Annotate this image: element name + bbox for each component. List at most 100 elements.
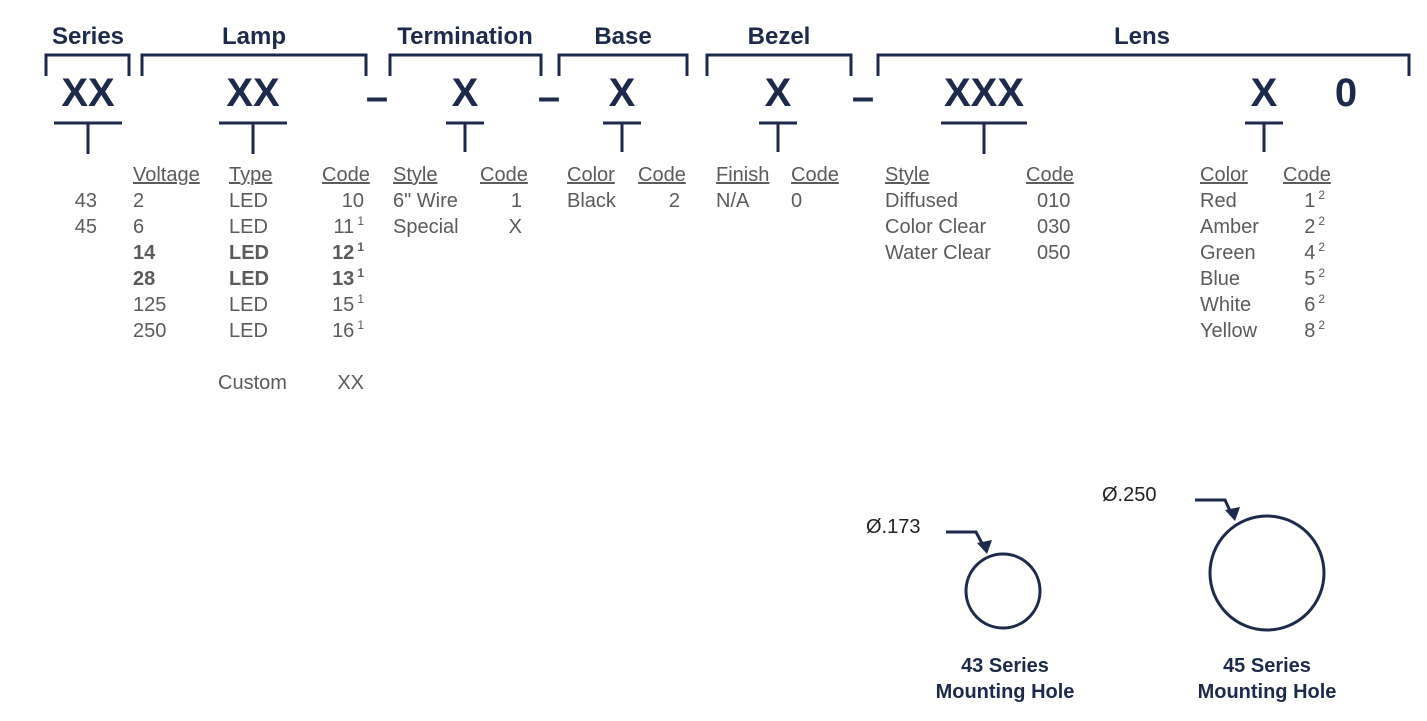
lens-color: Green — [1200, 242, 1256, 264]
lamp-type: LED — [229, 216, 268, 238]
hole-43-label-line2: Mounting Hole — [935, 681, 1075, 703]
base-tick — [603, 121, 641, 152]
hole-43-label-line1: 43 Series — [961, 655, 1049, 677]
series-header: Series — [51, 23, 125, 50]
base-color: Black — [567, 190, 616, 212]
hole-43-label: 43 Series Mounting Hole — [915, 653, 1095, 705]
hole-43-leader — [946, 530, 987, 550]
hole-45-dimension: Ø.250 — [1102, 484, 1157, 506]
lamp-code: XX — [226, 71, 280, 115]
lens-header: Lens — [1113, 23, 1170, 50]
base-bracket — [557, 53, 689, 76]
lamp-tick — [219, 121, 287, 154]
suffix-code: 0 — [1334, 71, 1358, 115]
lamp-type: LED — [229, 320, 268, 342]
lamp-code: 10 — [341, 190, 364, 212]
lamp-type: LED — [229, 294, 268, 316]
base-code-header: Code — [638, 164, 686, 186]
hole-45-label: 45 Series Mounting Hole — [1177, 653, 1357, 705]
dash-3: – — [851, 75, 875, 119]
footnote-mark: 2 — [1318, 318, 1325, 332]
bezel-bracket — [705, 53, 853, 76]
base-code: X — [608, 71, 636, 115]
lens-bracket — [876, 53, 1411, 76]
bezel-tick — [759, 121, 797, 152]
lens-color: Amber — [1200, 216, 1259, 238]
lens-color-code-header: Code — [1283, 164, 1331, 186]
lens-color: White — [1200, 294, 1252, 316]
lens-style: Water Clear — [885, 242, 991, 264]
hole-45-leader — [1195, 498, 1234, 516]
series-bracket — [44, 53, 131, 76]
lens-color-code: X — [1250, 71, 1278, 115]
lens-color-header: Color — [1200, 164, 1248, 186]
footnote-mark: 2 — [1318, 214, 1325, 228]
footnote-mark: 1 — [357, 214, 364, 228]
lamp-type-header: Type — [229, 164, 273, 186]
base-header: Base — [594, 23, 652, 50]
lens-color-tick — [1245, 121, 1283, 152]
lens-color: Red — [1200, 190, 1237, 212]
bezel-finish: N/A — [716, 190, 750, 212]
footnote-mark: 1 — [357, 240, 364, 254]
lamp-custom-label: Custom — [218, 372, 287, 394]
termination-code-header: Code — [480, 164, 528, 186]
lamp-voltage: 6 — [133, 216, 145, 238]
bezel-code: 0 — [791, 190, 803, 212]
lamp-voltage: 125 — [133, 294, 167, 316]
lens-style-header: Style — [885, 164, 930, 186]
hole-43-circle — [964, 552, 1042, 630]
lamp-bracket — [140, 53, 368, 76]
lens-color: Yellow — [1200, 320, 1258, 342]
termination-style-header: Style — [393, 164, 438, 186]
lamp-custom-code: XX — [337, 372, 364, 394]
series-tick — [54, 121, 122, 154]
termination-code: 1 — [510, 190, 522, 212]
footnote-mark: 2 — [1318, 188, 1325, 202]
footnote-mark: 2 — [1318, 266, 1325, 280]
footnote-mark: 1 — [357, 292, 364, 306]
lamp-type: LED — [229, 268, 269, 290]
termination-style: 6" Wire — [393, 190, 458, 212]
lens-color: Blue — [1200, 268, 1241, 290]
bezel-header: Bezel — [747, 23, 811, 50]
hole-45-arrowhead — [1225, 507, 1240, 521]
bezel-code-header: Code — [791, 164, 839, 186]
termination-style: Special — [393, 216, 459, 238]
hole-45-label-line1: 45 Series — [1223, 655, 1311, 677]
termination-code: X — [508, 216, 522, 238]
bezel-finish-header: Finish — [716, 164, 770, 186]
base-color-header: Color — [567, 164, 615, 186]
bezel-code: X — [764, 71, 792, 115]
footnote-mark: 1 — [357, 266, 364, 280]
dash-1: – — [365, 75, 389, 119]
lamp-voltage: 2 — [133, 190, 145, 212]
lamp-type: LED — [229, 190, 268, 212]
footnote-mark: 1 — [357, 318, 364, 332]
lamp-voltage: 14 — [133, 242, 156, 264]
lens-code-value: 030 — [1037, 216, 1071, 238]
lens-code-header: Code — [1026, 164, 1074, 186]
lamp-type: LED — [229, 242, 269, 264]
lens-code-value: 050 — [1037, 242, 1071, 264]
lamp-voltage: 250 — [133, 320, 167, 342]
lens-tick — [941, 121, 1027, 154]
dash-2: – — [537, 75, 561, 119]
lamp-voltage: 28 — [133, 268, 156, 290]
lens-style: Diffused — [885, 190, 959, 212]
hole-43-arrowhead — [977, 540, 992, 554]
footnote-mark: 2 — [1318, 240, 1325, 254]
lens-code: XXX — [943, 71, 1025, 115]
hole-45-label-line2: Mounting Hole — [1197, 681, 1337, 703]
